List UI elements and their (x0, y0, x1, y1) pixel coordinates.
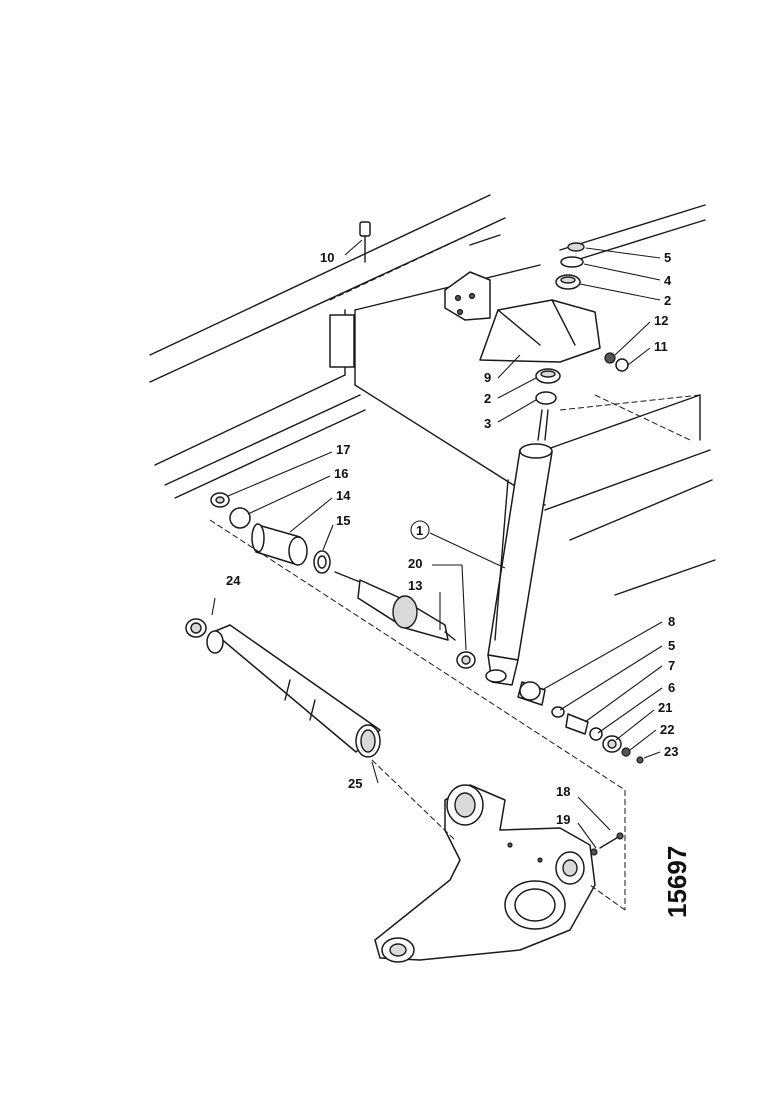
stabilizer-pin (334, 571, 456, 641)
callout-8: 8 (668, 614, 675, 629)
frame-rails (149, 194, 716, 596)
callout-13: 13 (408, 578, 422, 593)
bracket-nuts (604, 352, 629, 372)
callout-5-top: 5 (664, 250, 671, 265)
upper-washers (555, 242, 585, 290)
assembly-lines (209, 519, 626, 911)
callout-4: 4 (664, 273, 672, 288)
callout-1: 1 (416, 523, 423, 538)
callout-15: 15 (336, 513, 350, 528)
callout-10: 10 (320, 250, 334, 265)
callout-9: 9 (484, 370, 491, 385)
callout-14: 14 (336, 488, 351, 503)
callout-20: 20 (408, 556, 422, 571)
callout-5-lower: 5 (668, 638, 675, 653)
axle-tube (185, 618, 381, 758)
lower-washers (535, 368, 561, 405)
callout-22: 22 (660, 722, 674, 737)
callout-25: 25 (348, 776, 362, 791)
bolt-10 (359, 221, 371, 263)
callout-12: 12 (654, 313, 668, 328)
shock-absorber (485, 409, 553, 686)
callout-18: 18 (556, 784, 570, 799)
right-bushings (517, 681, 644, 764)
callout-17: 17 (336, 442, 350, 457)
leader-lines (211, 239, 663, 849)
callout-6: 6 (668, 680, 675, 695)
callout-21: 21 (658, 700, 672, 715)
callout-11: 11 (654, 339, 668, 354)
left-bushings (210, 492, 331, 574)
callout-24: 24 (226, 573, 241, 588)
callout-3: 3 (484, 416, 491, 431)
callout-2-lower: 2 (484, 391, 491, 406)
callout-7: 7 (668, 658, 675, 673)
callout-19: 19 (556, 812, 570, 827)
callout-23: 23 (664, 744, 678, 759)
upper-mount-bracket (444, 271, 601, 363)
hub-bolts (590, 832, 624, 856)
drawing-reference-number: 15697 (662, 846, 692, 918)
callout-16: 16 (334, 466, 348, 481)
trailing-arm (374, 784, 596, 963)
callout-2-top: 2 (664, 293, 671, 308)
callout-1-circle (410, 520, 430, 540)
washer-20-hole (461, 655, 471, 665)
